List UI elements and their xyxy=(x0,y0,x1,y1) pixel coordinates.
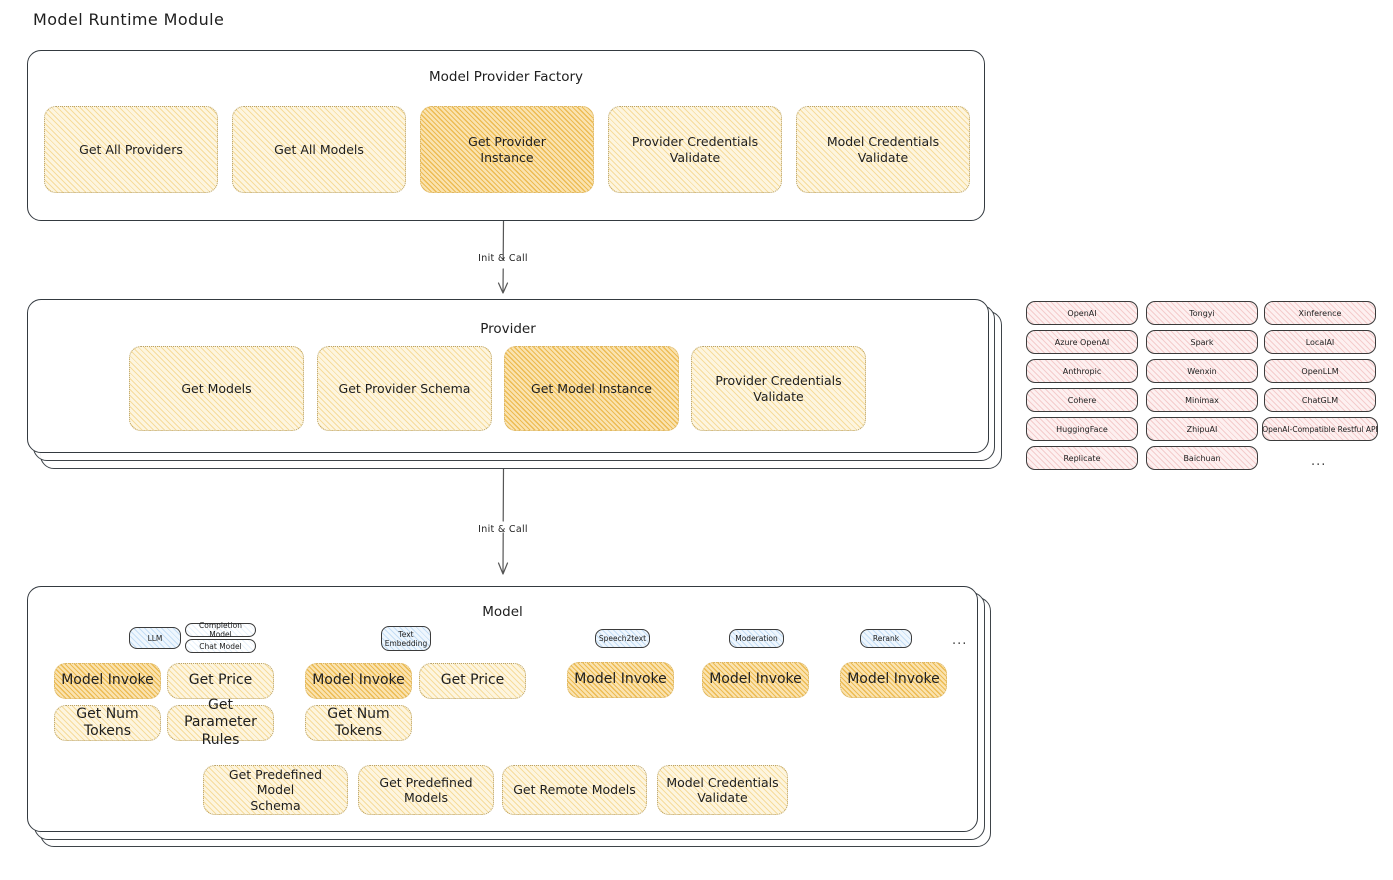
rerank-method-model-invoke[interactable]: Model Invoke xyxy=(840,662,947,698)
provider-node-get-models[interactable]: Get Models xyxy=(129,346,304,431)
llm-method-get-num-tokens[interactable]: Get Num Tokens xyxy=(54,705,161,741)
provider-tag-tongyi[interactable]: Tongyi xyxy=(1146,301,1258,325)
provider-tag-openai[interactable]: OpenAI xyxy=(1026,301,1138,325)
provider-list-more-ellipsis: ... xyxy=(1311,454,1327,469)
provider-tag-zhipuai[interactable]: ZhipuAI xyxy=(1146,417,1258,441)
provider-tag-chatglm[interactable]: ChatGLM xyxy=(1264,388,1376,412)
arrow-provider-to-model xyxy=(497,469,509,575)
factory-node-get-all-providers[interactable]: Get All Providers xyxy=(44,106,218,193)
provider-tag-anthropic[interactable]: Anthropic xyxy=(1026,359,1138,383)
model-type-badge-moderation[interactable]: Moderation xyxy=(729,629,784,648)
model-type-badge-text-embedding[interactable]: Text Embedding xyxy=(381,626,431,651)
model-title: Model xyxy=(482,604,523,620)
arrow-factory-to-provider xyxy=(497,221,509,294)
provider-tag-spark[interactable]: Spark xyxy=(1146,330,1258,354)
model-common-method-get-predefined-models[interactable]: Get Predefined Models xyxy=(358,765,494,815)
model-subtype-badge-completion-model[interactable]: Completion Model xyxy=(185,621,256,639)
model-common-method-get-remote-models[interactable]: Get Remote Models xyxy=(502,765,647,815)
model-subtype-badge-chat-model[interactable]: Chat Model xyxy=(185,639,256,653)
moderation-method-model-invoke[interactable]: Model Invoke xyxy=(702,662,809,698)
provider-node-get-model-instance[interactable]: Get Model Instance xyxy=(504,346,679,431)
factory-node-get-all-models[interactable]: Get All Models xyxy=(232,106,406,193)
llm-method-get-price[interactable]: Get Price xyxy=(167,663,274,699)
llm-method-get-parameter-rules[interactable]: Get Parameter Rules xyxy=(167,697,274,748)
model-types-more-ellipsis: ... xyxy=(952,633,968,648)
llm-method-model-invoke[interactable]: Model Invoke xyxy=(54,663,161,699)
provider-tag-cohere[interactable]: Cohere xyxy=(1026,388,1138,412)
factory-node-model-credentials-validate[interactable]: Model Credentials Validate xyxy=(796,106,970,193)
model-provider-factory-title: Model Provider Factory xyxy=(428,69,583,85)
model-common-method-model-credentials-validate[interactable]: Model Credentials Validate xyxy=(657,765,788,815)
text-embedding-method-get-num-tokens[interactable]: Get Num Tokens xyxy=(305,705,412,741)
text-embedding-method-get-price[interactable]: Get Price xyxy=(419,663,526,699)
provider-tag-azure-openai[interactable]: Azure OpenAI xyxy=(1026,330,1138,354)
model-common-method-get-predefined-model-schema[interactable]: Get Predefined Model Schema xyxy=(203,765,348,815)
provider-tag-wenxin[interactable]: Wenxin xyxy=(1146,359,1258,383)
factory-node-provider-credentials-validate[interactable]: Provider Credentials Validate xyxy=(608,106,782,193)
provider-node-get-provider-schema[interactable]: Get Provider Schema xyxy=(317,346,492,431)
provider-tag-localai[interactable]: LocalAI xyxy=(1264,330,1376,354)
provider-tag-openllm[interactable]: OpenLLM xyxy=(1264,359,1376,383)
page-title: Model Runtime Module xyxy=(33,10,225,29)
provider-node-provider-credentials-validate[interactable]: Provider Credentials Validate xyxy=(691,346,866,431)
model-type-badge-rerank[interactable]: Rerank xyxy=(860,629,912,648)
provider-tag-replicate[interactable]: Replicate xyxy=(1026,446,1138,470)
provider-tag-huggingface[interactable]: HuggingFace xyxy=(1026,417,1138,441)
factory-node-get-provider-instance[interactable]: Get Provider Instance xyxy=(420,106,594,193)
model-type-badge-speech2text[interactable]: Speech2text xyxy=(595,629,650,648)
model-type-badge-llm[interactable]: LLM xyxy=(129,627,181,649)
speech2text-method-model-invoke[interactable]: Model Invoke xyxy=(567,662,674,698)
arrow-label-init-call-2: Init & Call xyxy=(478,524,528,535)
text-embedding-method-model-invoke[interactable]: Model Invoke xyxy=(305,663,412,699)
arrow-label-init-call-1: Init & Call xyxy=(478,253,528,264)
provider-tag-xinference[interactable]: Xinference xyxy=(1264,301,1376,325)
provider-tag-minimax[interactable]: Minimax xyxy=(1146,388,1258,412)
provider-tag-openai-compatible-restful-api[interactable]: OpenAI-Compatible Restful API xyxy=(1262,417,1378,441)
provider-tag-baichuan[interactable]: Baichuan xyxy=(1146,446,1258,470)
provider-title: Provider xyxy=(480,321,536,337)
